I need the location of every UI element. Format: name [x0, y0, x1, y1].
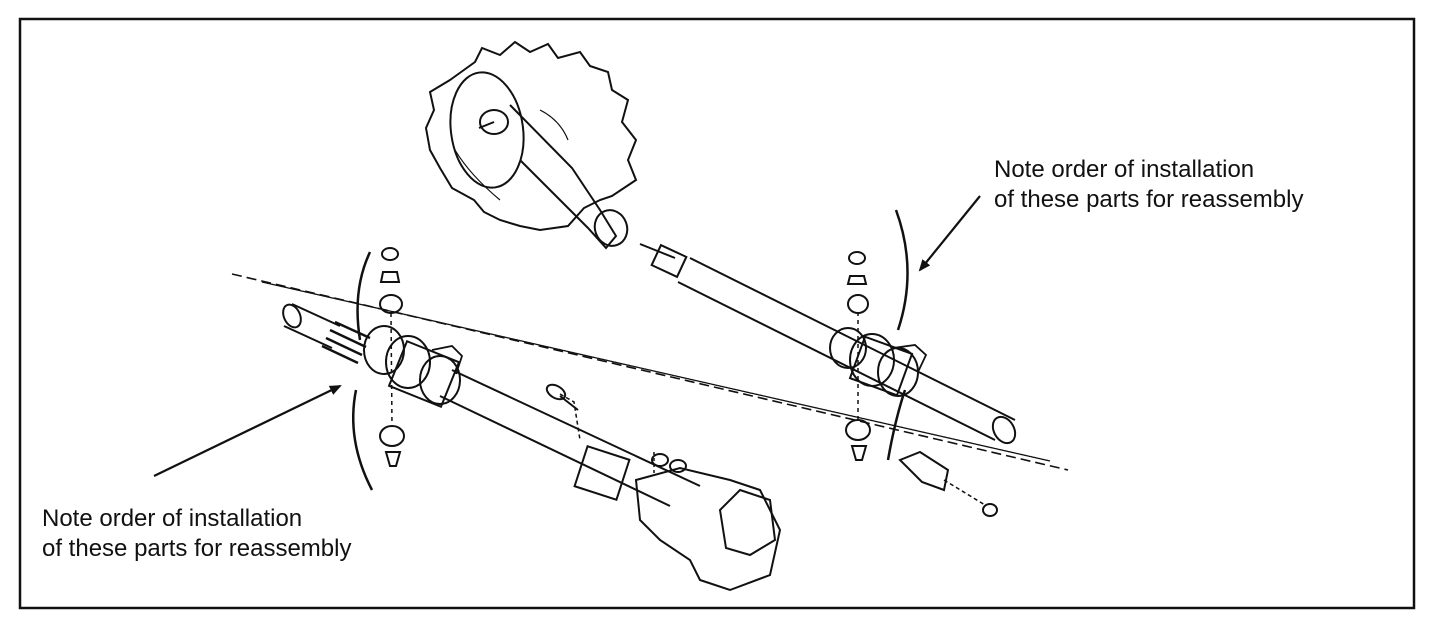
left-callout-arrow [153, 385, 342, 477]
rear-driveshaft [282, 303, 701, 507]
front-mount-hardware [845, 209, 909, 461]
front-bracket [898, 450, 998, 517]
right-note-line1: Note order of installation [994, 156, 1255, 183]
transmission-housing [424, 40, 638, 250]
rear-differential [545, 383, 782, 592]
rear-mount-hardware [351, 247, 405, 491]
right-note-line2: of these parts for reassembly [994, 186, 1304, 213]
right-installation-note: Note order of installation of these part… [994, 155, 1303, 215]
left-installation-note: Note order of installation of these part… [42, 504, 351, 564]
front-driveshaft [639, 243, 1017, 445]
guide-lines [231, 273, 1069, 471]
right-callout-arrow [918, 195, 981, 272]
left-note-line1: Note order of installation [42, 505, 303, 532]
left-note-line2: of these parts for reassembly [42, 535, 352, 562]
diagram-frame [18, 17, 1416, 610]
